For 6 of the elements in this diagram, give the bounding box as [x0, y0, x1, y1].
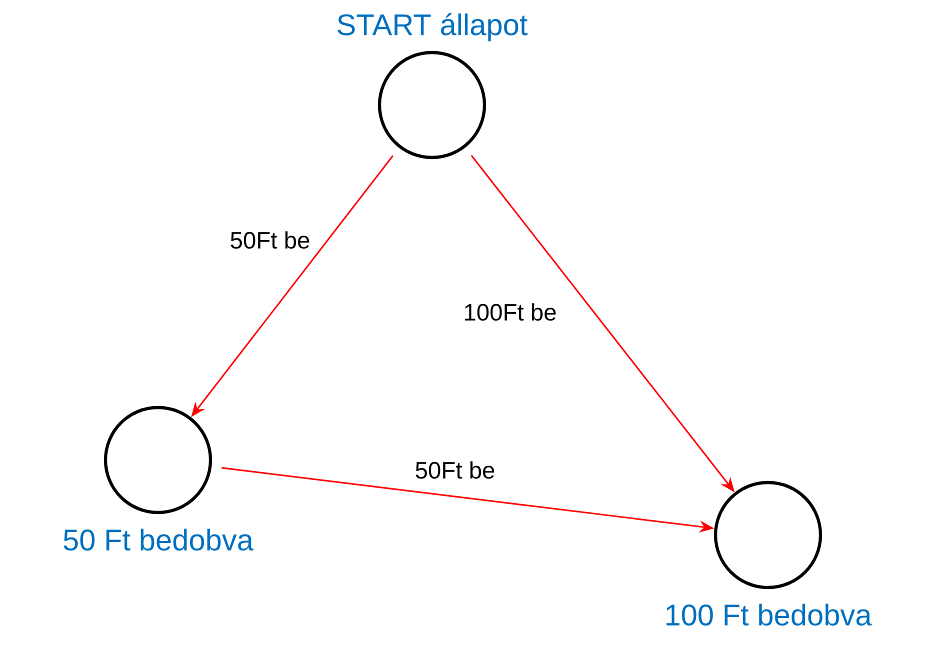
edge-label: 50Ft be: [416, 461, 494, 479]
edge-label: 50Ft be: [230, 231, 310, 249]
node-label: 100 Ft bedobva: [666, 604, 872, 626]
node-label: 50 Ft bedobva: [64, 528, 254, 551]
edge-label: 100Ft be: [465, 303, 556, 321]
node-label: START állapot: [338, 13, 528, 42]
